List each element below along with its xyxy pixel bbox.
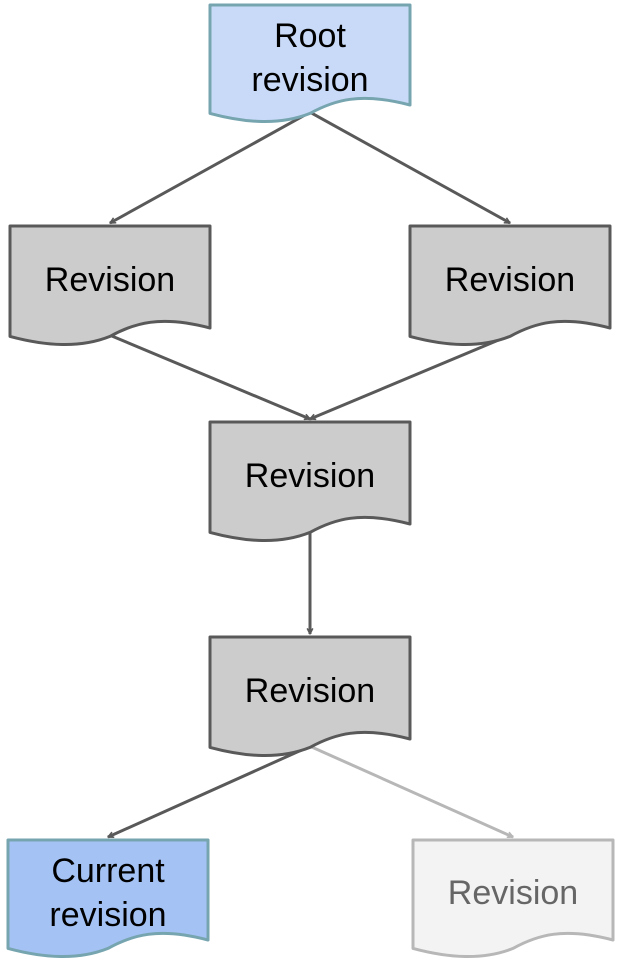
node-label: Revision bbox=[245, 457, 375, 495]
edge-next-to-current bbox=[108, 744, 311, 839]
node-left: Revision bbox=[8, 224, 212, 347]
edge-root-to-left bbox=[110, 110, 311, 225]
node-label: Revision bbox=[245, 672, 375, 710]
node-label: revision bbox=[49, 896, 166, 934]
node-shape bbox=[208, 635, 412, 758]
edge-right-to-merge bbox=[310, 333, 511, 421]
node-label: Current bbox=[51, 852, 165, 890]
node-shape bbox=[411, 838, 615, 959]
node-label: Revision bbox=[445, 261, 575, 299]
node-label: Revision bbox=[45, 261, 175, 299]
edge-left-to-merge bbox=[109, 333, 310, 421]
node-current: Current revision bbox=[6, 838, 210, 959]
node-label: Root bbox=[274, 17, 346, 55]
node-next: Revision bbox=[208, 635, 412, 758]
node-label: revision bbox=[251, 61, 368, 99]
node-merge: Revision bbox=[208, 420, 412, 543]
node-root: Root revision bbox=[208, 3, 412, 124]
node-shape bbox=[6, 838, 210, 959]
node-shape bbox=[8, 224, 212, 347]
node-shape bbox=[208, 3, 412, 124]
edges-layer bbox=[108, 110, 513, 839]
node-future: Revision bbox=[411, 838, 615, 959]
edge-next-to-future bbox=[309, 744, 513, 839]
node-shape bbox=[208, 420, 412, 543]
node-label: Revision bbox=[448, 874, 578, 912]
node-right: Revision bbox=[408, 224, 612, 347]
edge-root-to-right bbox=[309, 110, 510, 225]
node-shape bbox=[408, 224, 612, 347]
